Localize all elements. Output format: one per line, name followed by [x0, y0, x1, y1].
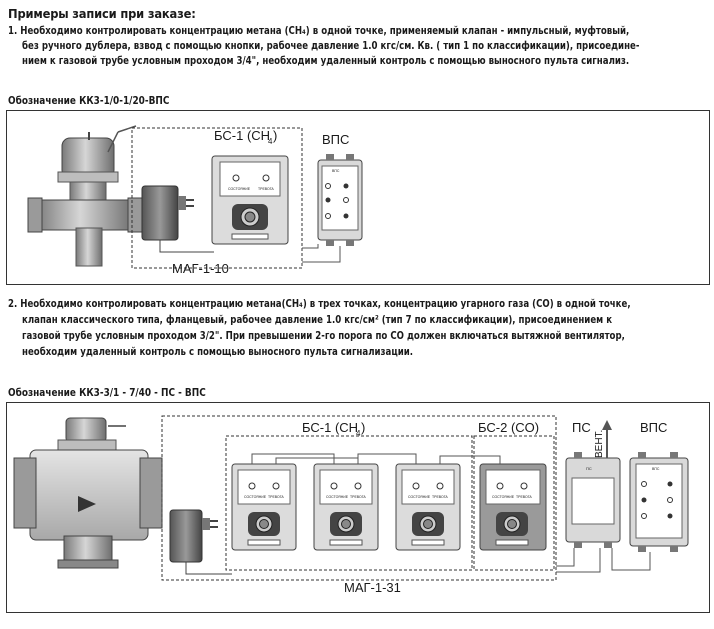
bs2-state-label: СОСТОЯНИЕ	[492, 495, 515, 499]
bs2-label: БС-2 (CO)	[478, 420, 539, 435]
bs1-label-subscript: 4	[268, 137, 273, 146]
bs1-label-2-subscript: 4	[356, 429, 361, 438]
bs1c-alarm-label: ТРЕВОГА	[432, 495, 448, 499]
ps-panel-title: ПС	[586, 466, 592, 471]
example2-line-4: необходим удаленный контроль с помощью в…	[22, 346, 414, 358]
bs1b-state-label: СОСТОЯНИЕ	[326, 495, 349, 499]
bs1-label-2-close: )	[361, 420, 365, 435]
bs1-label: БС-1 (CH	[214, 128, 270, 143]
vps1-panel-title: ВПС	[332, 169, 340, 173]
mag-label-2: МАГ-1-31	[344, 580, 401, 595]
example2-line-2: клапан классического типа, фланцевый, ра…	[22, 314, 613, 326]
remote-panel-vps-2: ВПС	[629, 452, 689, 552]
mag-boundary-1	[131, 127, 303, 269]
bs2-boundary-2	[473, 435, 555, 571]
valve-1	[27, 125, 143, 267]
example1-line-2: без ручного дублера, взвод с помощью кно…	[22, 40, 640, 52]
vent-arrow-icon	[602, 420, 612, 458]
heading: Примеры записи при заказе:	[8, 6, 196, 21]
bs1b-alarm-label: ТРЕВОГА	[350, 495, 366, 499]
signal-block-bs1-b: СОСТОЯНИЕ ТРЕВОГА	[313, 463, 379, 551]
bs1-boundary-2	[225, 435, 473, 571]
example1-diagram: СОСТОЯНИЕ ТРЕВОГА БС-1 (CH 4 ) МАГ-1-10 …	[27, 125, 363, 276]
remote-panel-vps-1: ВПС	[317, 154, 363, 246]
signal-block-bs1-a: СОСТОЯНИЕ ТРЕВОГА	[231, 463, 297, 551]
example2-line-3: газовой трубе условным проходом 3/2". Пр…	[22, 330, 625, 342]
bs1-alarm-label: ТРЕВОГА	[258, 187, 274, 191]
vent-label: ВЕНТ.	[594, 430, 605, 458]
bs2-alarm-label: ТРЕВОГА	[516, 495, 532, 499]
mag-boundary-2	[161, 415, 557, 581]
signal-block-bs1-c: СОСТОЯНИЕ ТРЕВОГА	[395, 463, 461, 551]
signal-panel-ps: ПС	[565, 452, 621, 548]
signal-block-bs2: СОСТОЯНИЕ ТРЕВОГА	[479, 463, 547, 551]
bs1c-state-label: СОСТОЯНИЕ	[408, 495, 431, 499]
example1-designation: Обозначение КК3-1/0-1/20-ВПС	[8, 95, 170, 107]
bs1-label-close: )	[273, 128, 277, 143]
bs1-state-label: СОСТОЯНИЕ	[228, 187, 251, 191]
power-adapter-1	[141, 185, 214, 253]
bs1a-alarm-label: ТРЕВОГА	[268, 495, 284, 499]
bs1a-state-label: СОСТОЯНИЕ	[244, 495, 267, 499]
ps-label: ПС	[572, 420, 591, 435]
vps-label-2: ВПС	[640, 420, 667, 435]
example1-line-3: нием к газовой трубе условным проходом 3…	[22, 55, 630, 67]
power-adapter-2	[169, 509, 232, 575]
signal-block-bs1: СОСТОЯНИЕ ТРЕВОГА	[211, 155, 289, 245]
valve-2	[13, 417, 163, 569]
vps2-panel-title: ВПС	[652, 467, 660, 471]
vps-label-1: ВПС	[322, 132, 349, 147]
example2-diagram: БС-1 (CH 4 ) БС-2 (CO) МАГ-1-31 СОСТОЯНИ…	[13, 415, 689, 595]
example2-line-1: 2. Необходимо контролировать концентраци…	[8, 298, 631, 310]
mag-label-1: МАГ-1-10	[172, 261, 229, 276]
bs1-label-2: БС-1 (CH	[302, 420, 358, 435]
example2-designation: Обозначение КК3-3/1 - 7/40 - ПС - ВПС	[8, 387, 206, 399]
example1-line-1: 1. Необходимо контролировать концентраци…	[8, 25, 630, 37]
